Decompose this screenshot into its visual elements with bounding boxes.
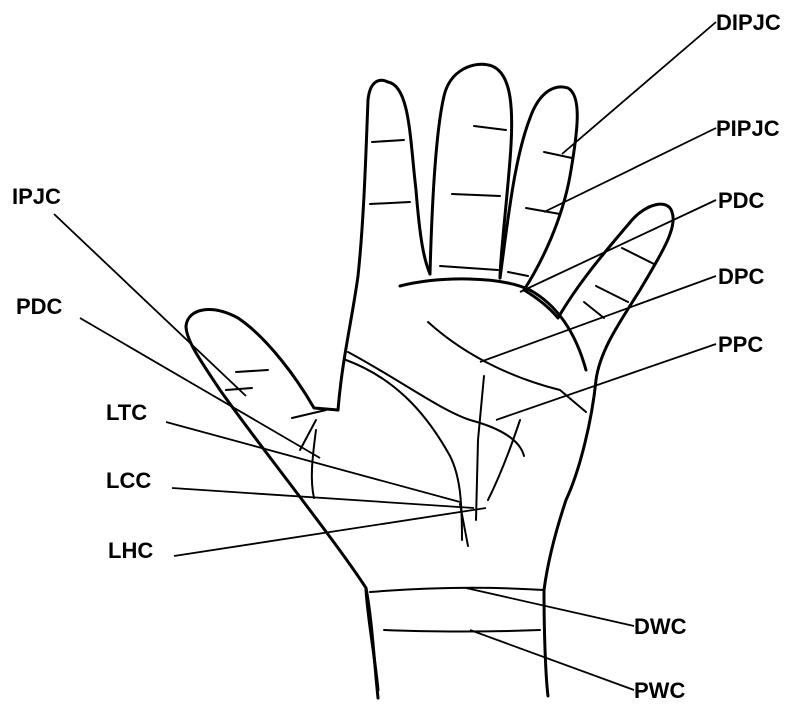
hand-outline [186,64,673,698]
leader-dipjc [562,22,716,154]
thenar-inner-crease [312,430,316,498]
leader-lcc [172,488,474,508]
label-pwc: PWC [634,680,685,702]
label-lcc: LCC [106,470,151,492]
left-edge-outline [186,326,378,698]
palmar-creases [312,322,586,546]
label-pipjc: PIPJC [716,118,780,140]
leader-ipjc [54,214,246,396]
wrist-creases [370,588,544,632]
leader-pdc-right [520,200,716,292]
leader-ppc [496,344,716,420]
label-pdc-right: PDC [718,190,764,212]
right-edge-outline [544,380,596,696]
longitudinal-central-crease [476,376,484,520]
label-dipjc: DIPJC [716,12,781,34]
leader-lines [54,22,716,690]
leader-dpc [480,276,716,362]
leader-pwc [470,630,634,690]
index-finger-outline [338,80,430,410]
label-dpc: DPC [718,266,764,288]
longitudinal-hypothenar-crease [488,420,520,500]
longitudinal-thenar-crease [346,360,462,540]
label-ipjc: IPJC [12,186,61,208]
label-lhc: LHC [108,540,153,562]
label-pdc-left: PDC [16,296,62,318]
proximal-wrist-crease [384,630,540,632]
label-ltc: LTC [106,402,147,424]
finger-creases [226,126,654,450]
label-dwc: DWC [634,616,687,638]
leader-lhc [174,508,486,556]
distal-wrist-crease [370,588,544,592]
distal-palmar-crease [428,322,586,412]
leader-dwc [466,588,634,626]
wrist-left-edge [366,590,378,690]
leader-pdc-left [80,318,320,458]
label-ppc: PPC [718,334,763,356]
middle-finger-outline [430,64,512,278]
